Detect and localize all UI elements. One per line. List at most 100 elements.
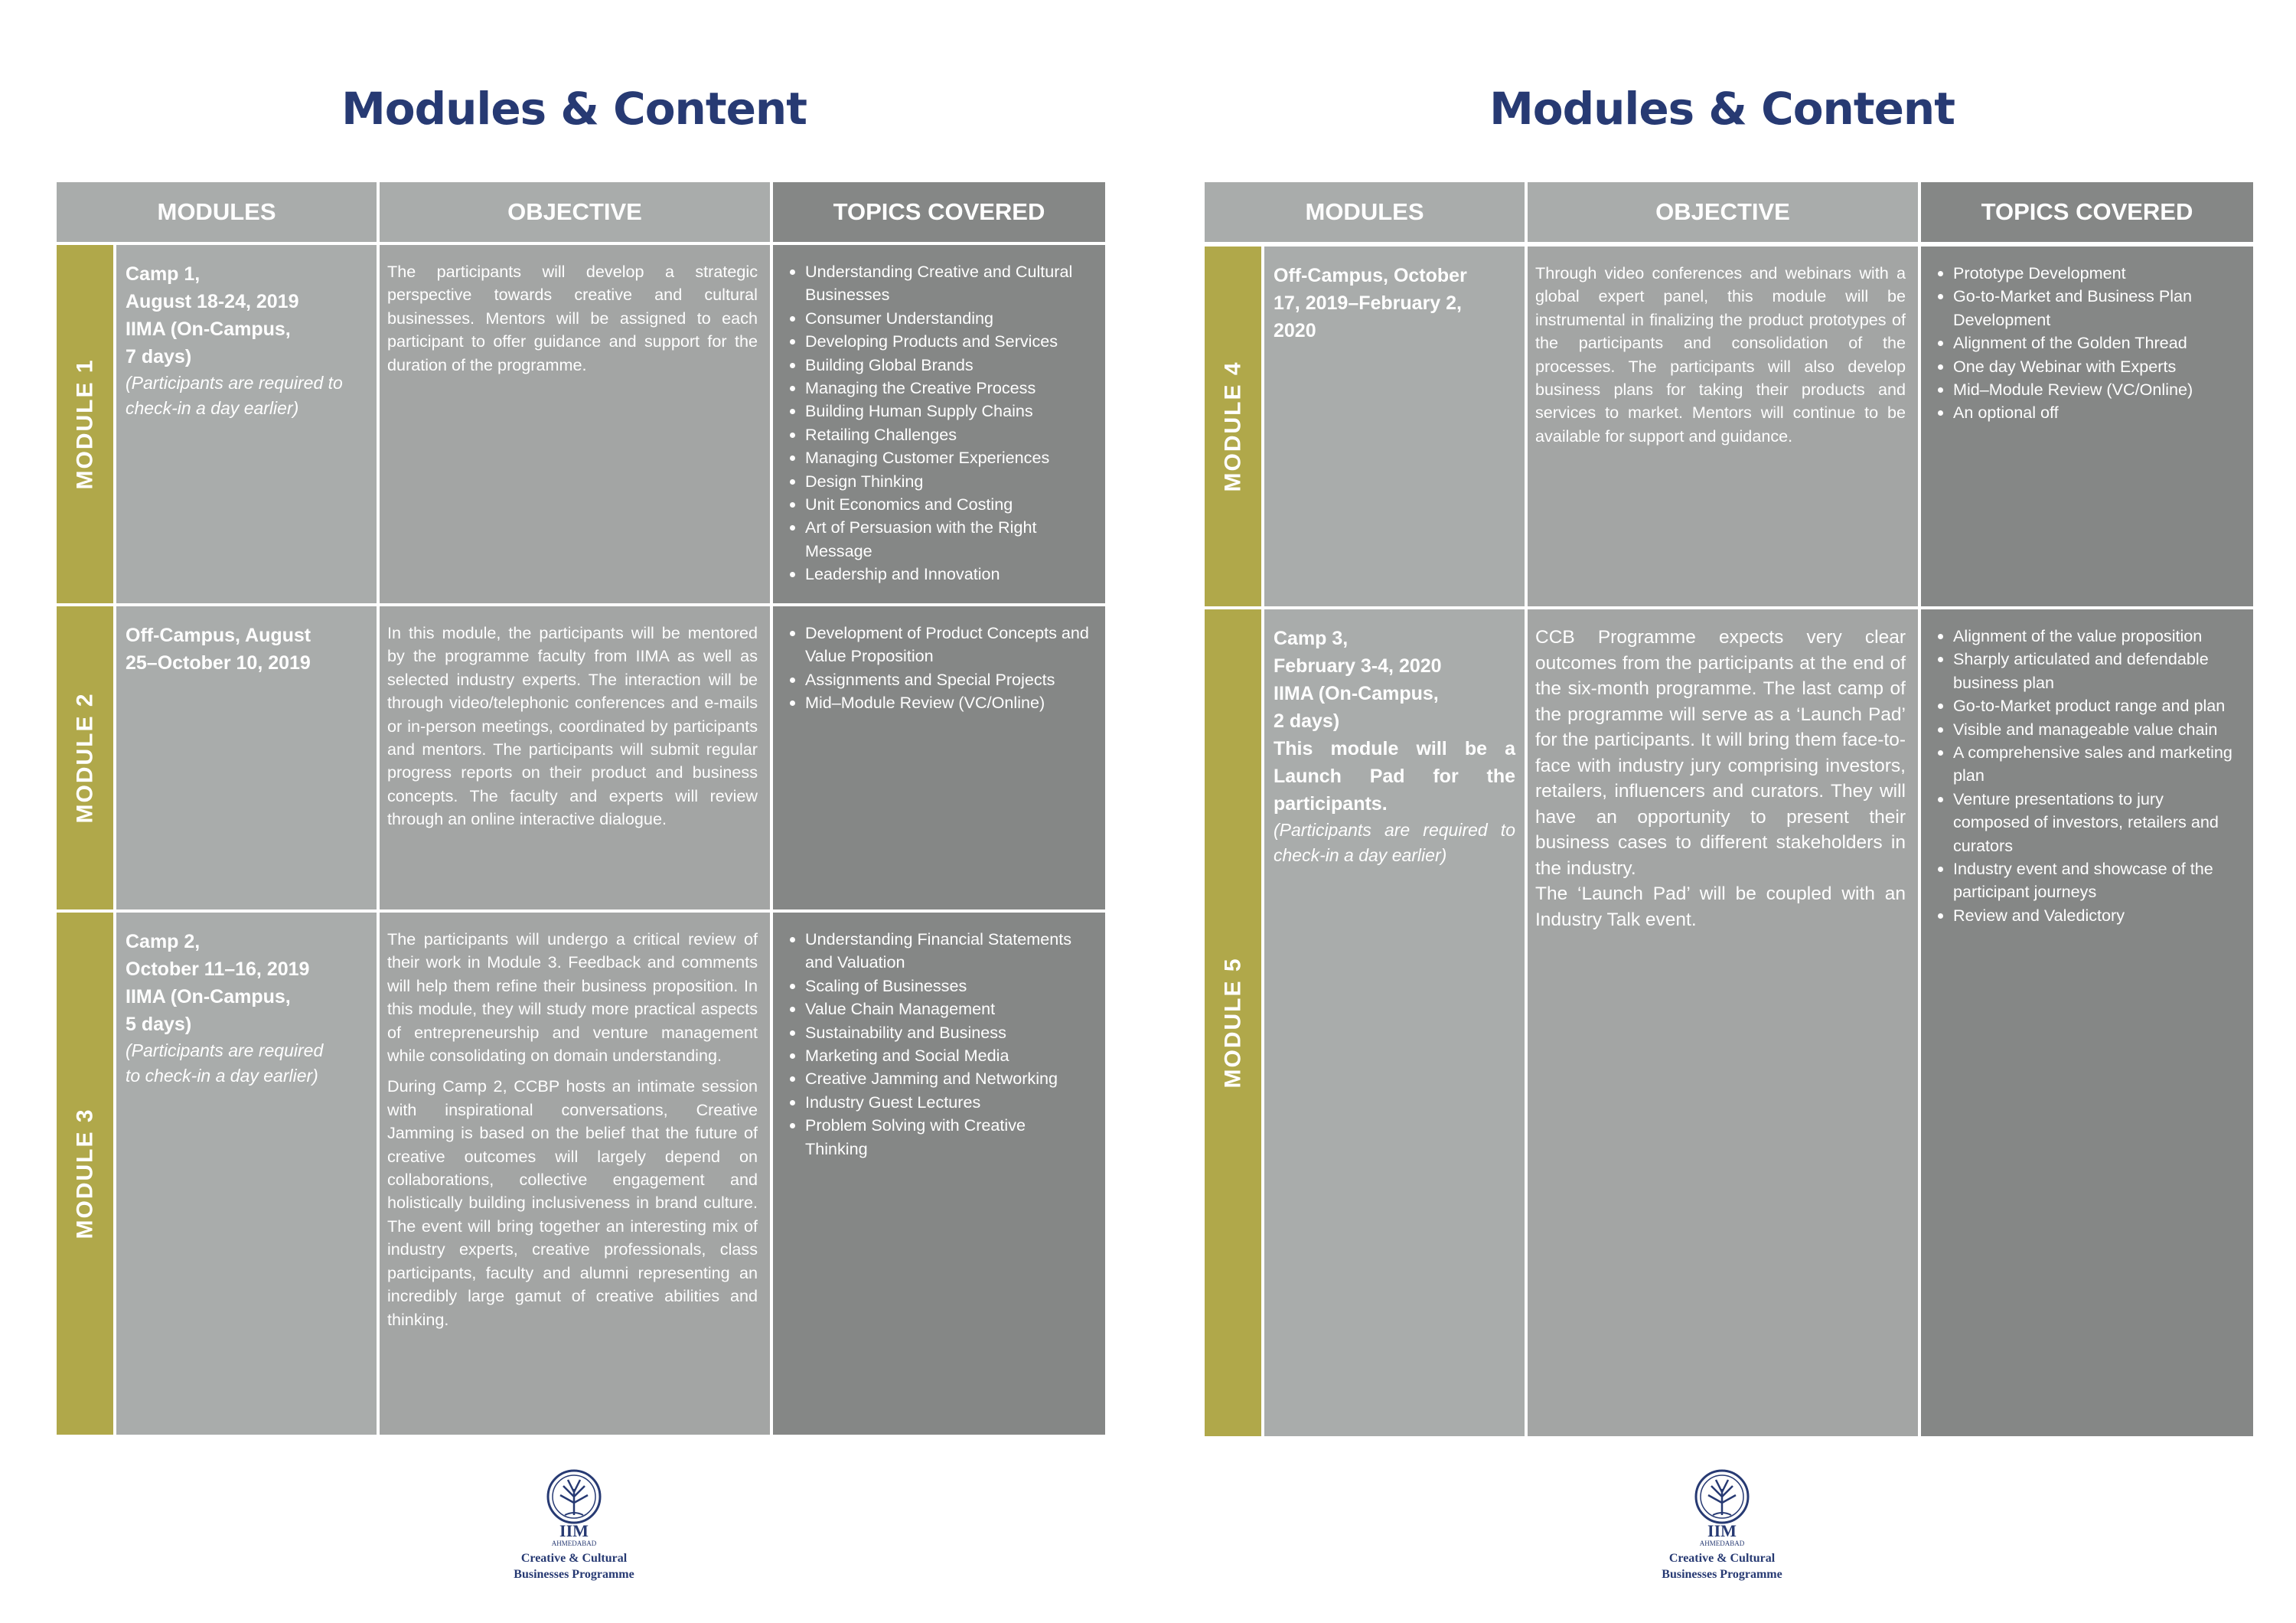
module-2-details: Off-Campus, August 25–October 10, 2019 xyxy=(116,606,377,909)
module-1-objective: The participants will develop a strategi… xyxy=(380,245,770,603)
module-4-dates: 17, 2019–February 2, xyxy=(1274,292,1462,314)
header-modules: MODULES xyxy=(57,182,377,242)
module-2-objective: In this module, the participants will be… xyxy=(380,606,770,909)
iim-emblem-icon: IIM AHMEDABAD xyxy=(546,1469,602,1547)
topic-item: Industry event and showcase of the parti… xyxy=(1953,857,2239,904)
module-4-topics: Prototype Development Go-to-Market and B… xyxy=(1921,247,2253,606)
topic-item: Retailing Challenges xyxy=(805,423,1091,446)
module-3-dates: October 11–16, 2019 xyxy=(126,958,310,980)
module-5-objective: CCB Programme expects very clear outcome… xyxy=(1528,609,1918,1436)
topic-item: Design Thinking xyxy=(805,470,1091,493)
topic-item: Mid–Module Review (VC/Online) xyxy=(805,691,1091,714)
module-2-band xyxy=(57,606,113,909)
module-5-launch-pad: This module will be a Launch Pad for the… xyxy=(1274,738,1515,815)
topic-item: Go-to-Market and Business Plan Developme… xyxy=(1953,285,2239,331)
topics-list: Alignment of the value proposition Sharp… xyxy=(1932,625,2239,927)
topics-list: Prototype Development Go-to-Market and B… xyxy=(1932,262,2239,425)
module-2-dates: 25–October 10, 2019 xyxy=(126,652,311,674)
objective-text: During Camp 2, CCBP hosts an intimate se… xyxy=(387,1076,758,1329)
header-objective: OBJECTIVE xyxy=(380,182,770,242)
topic-item: One day Webinar with Experts xyxy=(1953,355,2239,378)
objective-text: CCB Programme expects very clear outcome… xyxy=(1535,627,1906,879)
module-3-band xyxy=(57,913,113,1435)
module-4-line: Off-Campus, October xyxy=(1274,265,1467,286)
topic-item: Understanding Creative and Cultural Busi… xyxy=(805,260,1091,307)
objective-text: In this module, the participants will be… xyxy=(387,623,758,829)
topic-item: Creative Jamming and Networking xyxy=(805,1067,1091,1090)
module-2-topics: Development of Product Concepts and Valu… xyxy=(773,606,1105,909)
module-4-label: MODULE 4 xyxy=(1220,361,1246,492)
module-4-details: Off-Campus, October 17, 2019–February 2,… xyxy=(1264,247,1525,606)
topic-item: Scaling of Businesses xyxy=(805,975,1091,998)
module-1-topics: Understanding Creative and Cultural Busi… xyxy=(773,245,1105,603)
module-1-line: Camp 1, xyxy=(126,263,201,285)
module-5-topics: Alignment of the value proposition Sharp… xyxy=(1921,609,2253,1436)
topic-item: Marketing and Social Media xyxy=(805,1044,1091,1067)
page-left: Modules & Content MODULES OBJECTIVE TOPI… xyxy=(0,0,1148,1623)
module-1-details: Camp 1, August 18-24, 2019 IIMA (On-Camp… xyxy=(116,245,377,603)
topics-list: Development of Product Concepts and Valu… xyxy=(784,622,1091,715)
topic-item: Industry Guest Lectures xyxy=(805,1091,1091,1114)
topic-item: Sharply articulated and defendable busin… xyxy=(1953,648,2239,694)
page-right: Modules & Content MODULES OBJECTIVE TOPI… xyxy=(1148,0,2296,1623)
topic-item: Sustainability and Business xyxy=(805,1021,1091,1044)
module-1-band xyxy=(57,245,113,603)
iim-logo: IIM AHMEDABAD Creative & Cultural Busine… xyxy=(1607,1466,1837,1582)
topic-item: Venture presentations to jury composed o… xyxy=(1953,788,2239,857)
module-5-duration: 2 days) xyxy=(1274,710,1340,732)
topic-item: Developing Products and Services xyxy=(805,330,1091,353)
module-1-dates: August 18-24, 2019 xyxy=(126,291,299,312)
module-3-label: MODULE 3 xyxy=(72,1108,98,1239)
logo-line: Creative & Cultural xyxy=(1668,1552,1776,1565)
topic-item: Go-to-Market product range and plan xyxy=(1953,694,2239,717)
module-5-band xyxy=(1205,609,1261,1436)
topic-item: Managing Customer Experiences xyxy=(805,446,1091,469)
topic-item: Consumer Understanding xyxy=(805,307,1091,330)
module-3-topics: Understanding Financial Statements and V… xyxy=(773,913,1105,1435)
iim-logo: IIM AHMEDABAD Creative & Cultural Busine… xyxy=(459,1466,689,1582)
module-3-details: Camp 2, October 11–16, 2019 IIMA (On-Cam… xyxy=(116,913,377,1435)
topic-item: Leadership and Innovation xyxy=(805,563,1091,586)
topic-item: Unit Economics and Costing xyxy=(805,493,1091,516)
svg-text:AHMEDABAD: AHMEDABAD xyxy=(552,1540,597,1547)
header-topics: TOPICS COVERED xyxy=(1921,182,2253,242)
module-5-label: MODULE 5 xyxy=(1220,957,1246,1089)
module-3-line: Camp 2, xyxy=(126,931,201,952)
logo-line: Creative & Cultural xyxy=(520,1552,628,1565)
svg-text:IIM: IIM xyxy=(1707,1521,1737,1540)
module-2-line: Off-Campus, August xyxy=(126,625,311,646)
module-4-objective: Through video conferences and webinars w… xyxy=(1528,247,1918,606)
header-modules: MODULES xyxy=(1205,182,1525,242)
topic-item: Development of Product Concepts and Valu… xyxy=(805,622,1091,668)
module-1-note: (Participants are required to xyxy=(126,373,343,393)
topic-item: Mid–Module Review (VC/Online) xyxy=(1953,378,2239,401)
topic-item: Review and Valedictory xyxy=(1953,904,2239,927)
module-3-duration: 5 days) xyxy=(126,1014,192,1035)
topics-list: Understanding Financial Statements and V… xyxy=(784,928,1091,1161)
topic-item: Alignment of the value proposition xyxy=(1953,625,2239,648)
module-1-venue: IIMA (On-Campus, xyxy=(126,318,291,340)
objective-text: The participants will develop a strategi… xyxy=(387,262,758,374)
topic-item: Managing the Creative Process xyxy=(805,377,1091,400)
objective-text: The ‘Launch Pad’ will be coupled with an… xyxy=(1535,883,1906,930)
module-3-venue: IIMA (On-Campus, xyxy=(126,986,291,1007)
module-5-dates: February 3-4, 2020 xyxy=(1274,655,1442,677)
topic-item: Building Human Supply Chains xyxy=(805,400,1091,423)
topic-item: Art of Persuasion with the Right Message xyxy=(805,516,1091,563)
module-5-line: Camp 3, xyxy=(1274,628,1349,649)
module-1-label: MODULE 1 xyxy=(72,358,98,490)
topic-item: Assignments and Special Projects xyxy=(805,668,1091,691)
module-3-note: to check-in a day earlier) xyxy=(126,1066,318,1086)
module-4-band xyxy=(1205,247,1261,606)
module-2-label: MODULE 2 xyxy=(72,692,98,824)
logo-line: Businesses Programme xyxy=(1662,1568,1782,1581)
topic-item: Building Global Brands xyxy=(805,354,1091,377)
topic-item: Visible and manageable value chain xyxy=(1953,718,2239,741)
topic-item: Understanding Financial Statements and V… xyxy=(805,928,1091,975)
module-4-year: 2020 xyxy=(1274,320,1316,341)
page-title: Modules & Content xyxy=(341,83,807,135)
svg-text:AHMEDABAD: AHMEDABAD xyxy=(1700,1540,1745,1547)
page-title: Modules & Content xyxy=(1489,83,1955,135)
topic-item: An optional off xyxy=(1953,401,2239,424)
topics-list: Understanding Creative and Cultural Busi… xyxy=(784,260,1091,586)
